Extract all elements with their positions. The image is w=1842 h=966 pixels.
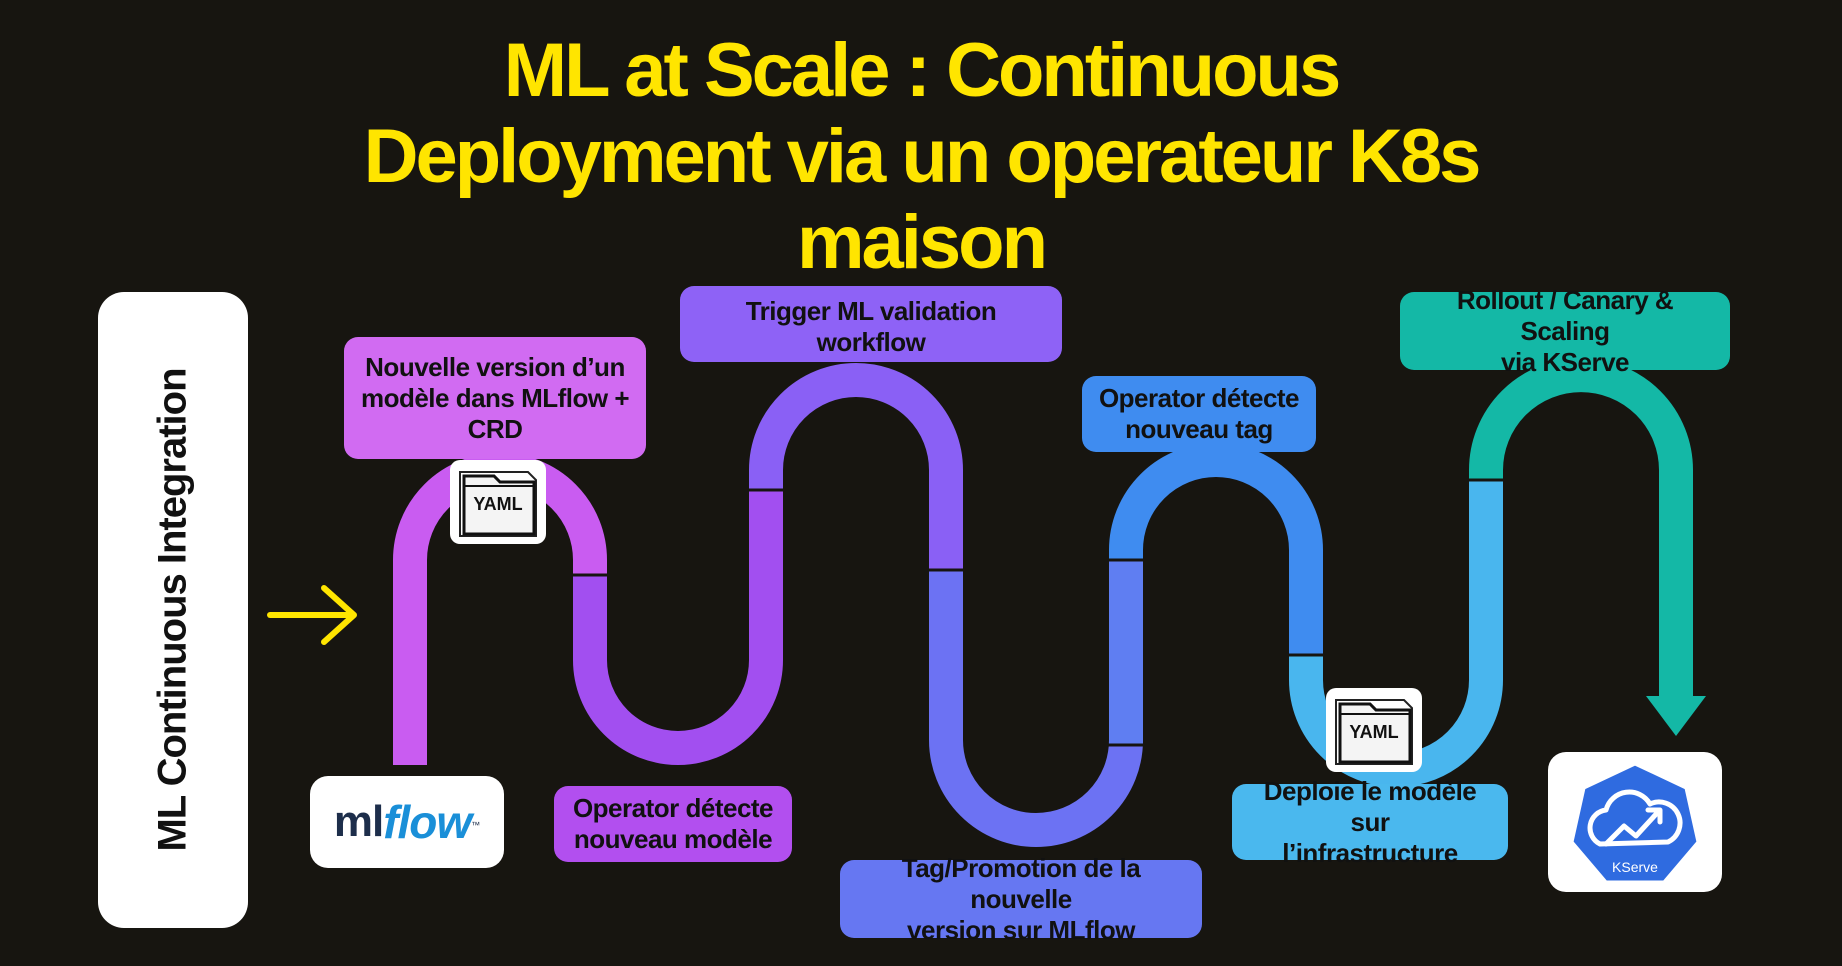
arrow-down-icon: [1646, 696, 1706, 736]
mlflow-logo-ml: ml: [333, 797, 384, 846]
yaml-file-label: YAML: [1349, 722, 1399, 742]
arrow-right-icon: [267, 585, 357, 645]
step-new-version-label: Nouvelle version d’un modèle dans MLflow…: [344, 337, 646, 459]
step-detect-model-label: Operator détecte nouveau modèle: [554, 786, 792, 862]
yaml-file-icon: YAML: [1322, 684, 1426, 776]
title-line-3: maison: [796, 200, 1048, 285]
kserve-cloud-icon: [1570, 762, 1700, 884]
yaml-file-label: YAML: [473, 494, 523, 514]
path-segment-4: [929, 570, 1143, 847]
path-segment-2: [573, 490, 783, 765]
step-detect-tag-label: Operator détecte nouveau tag: [1082, 376, 1316, 452]
path-segment-3: [749, 363, 963, 570]
yaml-file-icon: YAML: [446, 456, 550, 548]
title-line-2: Deployment via un operateur K8s: [363, 114, 1482, 199]
ci-sidebar-panel: ML Continuous Integration: [98, 292, 248, 928]
kserve-logo: KServe: [1548, 752, 1722, 892]
step-deploy-label: Deploie le modèle sur l’infrastructure: [1232, 776, 1508, 868]
kserve-logo-label: KServe: [1612, 859, 1658, 875]
mlflow-logo-tm: ™: [471, 820, 481, 830]
step-trigger-validation-label: Trigger ML validation workflow: [680, 286, 1062, 362]
path-segment-7: [1469, 358, 1693, 700]
path-segment-5: [1109, 443, 1323, 655]
title-line-1: ML at Scale : Continuous: [503, 28, 1341, 113]
step-tag-promotion-label: Tag/Promotion de la nouvelle version sur…: [840, 853, 1202, 945]
step-rollout-label: Rollout / Canary & Scaling via KServe: [1400, 285, 1730, 377]
mlflow-logo-flow: flow: [383, 796, 472, 848]
page-title: ML at Scale : Continuous Deployment via …: [0, 28, 1842, 286]
